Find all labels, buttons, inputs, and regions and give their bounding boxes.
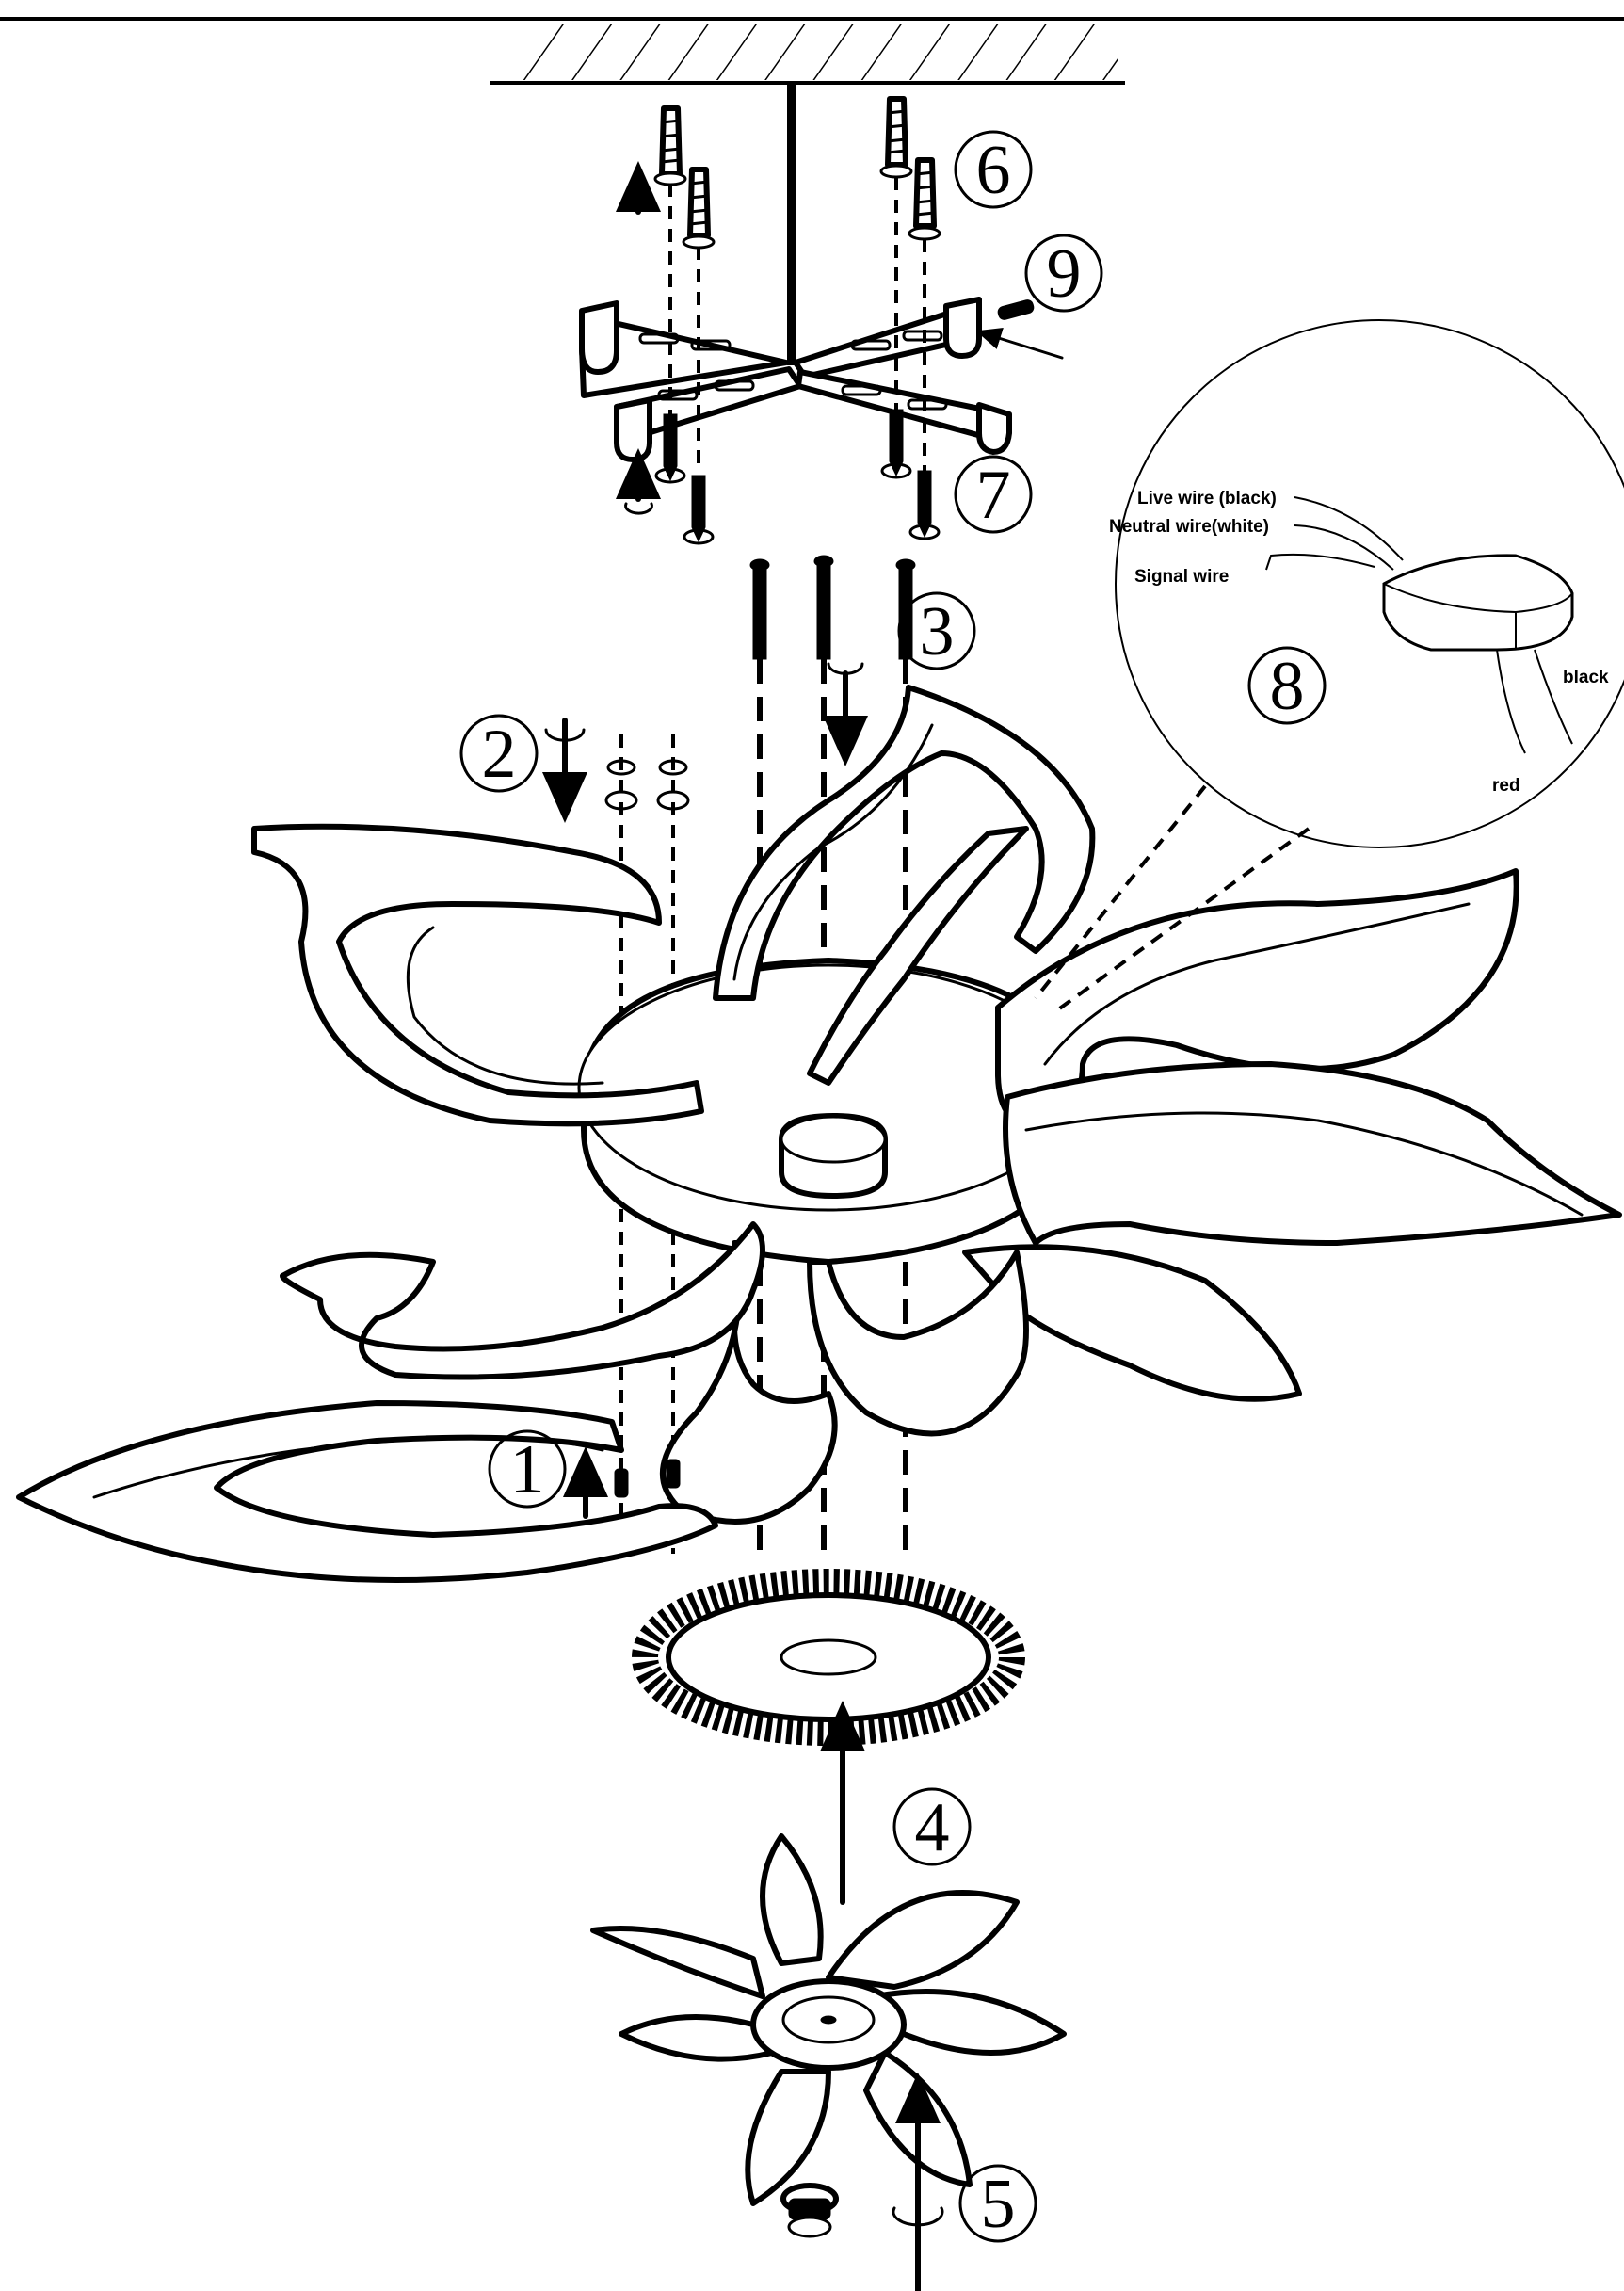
signal-wire-label: Signal wire bbox=[1134, 567, 1229, 587]
mounting-screws bbox=[654, 409, 941, 545]
arm-top-inner bbox=[807, 826, 1029, 1086]
mounting-bracket bbox=[579, 297, 1012, 462]
fan-cap bbox=[780, 2183, 839, 2238]
set-screw bbox=[997, 299, 1035, 320]
wiring-detail-callout: 8 Live wire (black) Neutral wire(white) … bbox=[1034, 319, 1624, 1014]
step-5-marker: 5 bbox=[958, 2164, 1037, 2243]
step-1-label: 1 bbox=[510, 1431, 545, 1509]
ceiling bbox=[490, 24, 1125, 85]
step-4-marker: 4 bbox=[892, 1787, 972, 1866]
arm-right-mid bbox=[1003, 1061, 1622, 1246]
arm-left-top bbox=[251, 823, 704, 1127]
rotate-icon bbox=[624, 502, 653, 515]
rotate-icon-3 bbox=[827, 662, 864, 675]
step-2-label: 2 bbox=[482, 716, 517, 793]
step-9-label: 9 bbox=[1047, 235, 1082, 313]
arm-left-long bbox=[16, 1400, 718, 1583]
step-6-label: 6 bbox=[976, 132, 1011, 209]
rotate-icon-5 bbox=[892, 2206, 944, 2227]
step-4-label: 4 bbox=[915, 1789, 950, 1866]
step-7-label: 7 bbox=[976, 457, 1011, 534]
wall-anchors bbox=[653, 96, 941, 250]
arm-bottom bbox=[660, 1240, 838, 1525]
step-5-label: 5 bbox=[981, 2166, 1016, 2243]
hanging-rod bbox=[787, 83, 796, 365]
arrow-to-set-screw bbox=[975, 328, 1064, 360]
nuts-and-washers bbox=[604, 759, 690, 811]
step-3-marker: 3 bbox=[897, 591, 976, 670]
red-wire-label: red bbox=[1492, 776, 1520, 796]
step-1-marker: 1 bbox=[488, 1429, 567, 1509]
long-screws bbox=[749, 555, 916, 660]
anchor-guide-lines bbox=[668, 177, 926, 471]
wiring-detail-circle bbox=[1115, 319, 1624, 848]
step-9-marker: 9 bbox=[1024, 234, 1103, 313]
neutral-wire-label: Neutral wire(white) bbox=[1109, 517, 1269, 537]
flame-arms bbox=[16, 685, 1622, 1583]
step-8-label: 8 bbox=[1270, 648, 1305, 725]
step-3-label: 3 bbox=[920, 593, 955, 670]
step-2-marker: 2 bbox=[459, 714, 539, 793]
light-body bbox=[577, 958, 1085, 1265]
arm-top bbox=[713, 685, 1096, 1001]
live-wire-label: Live wire (black) bbox=[1137, 489, 1277, 508]
step-7-marker: 7 bbox=[954, 455, 1033, 534]
arm-bottom-center bbox=[807, 1250, 1029, 1437]
light-cover bbox=[632, 1569, 1025, 1746]
driver-box bbox=[1382, 554, 1574, 652]
step-6-marker: 6 bbox=[954, 130, 1033, 209]
arm-left-bottom bbox=[280, 1221, 765, 1380]
rotate-icon-2 bbox=[544, 728, 586, 742]
black-wire-label: black bbox=[1563, 668, 1609, 687]
fan-blades bbox=[590, 1833, 1067, 2206]
arm-right-bottom bbox=[962, 1244, 1302, 1402]
mounting-bolts bbox=[614, 1459, 681, 1498]
